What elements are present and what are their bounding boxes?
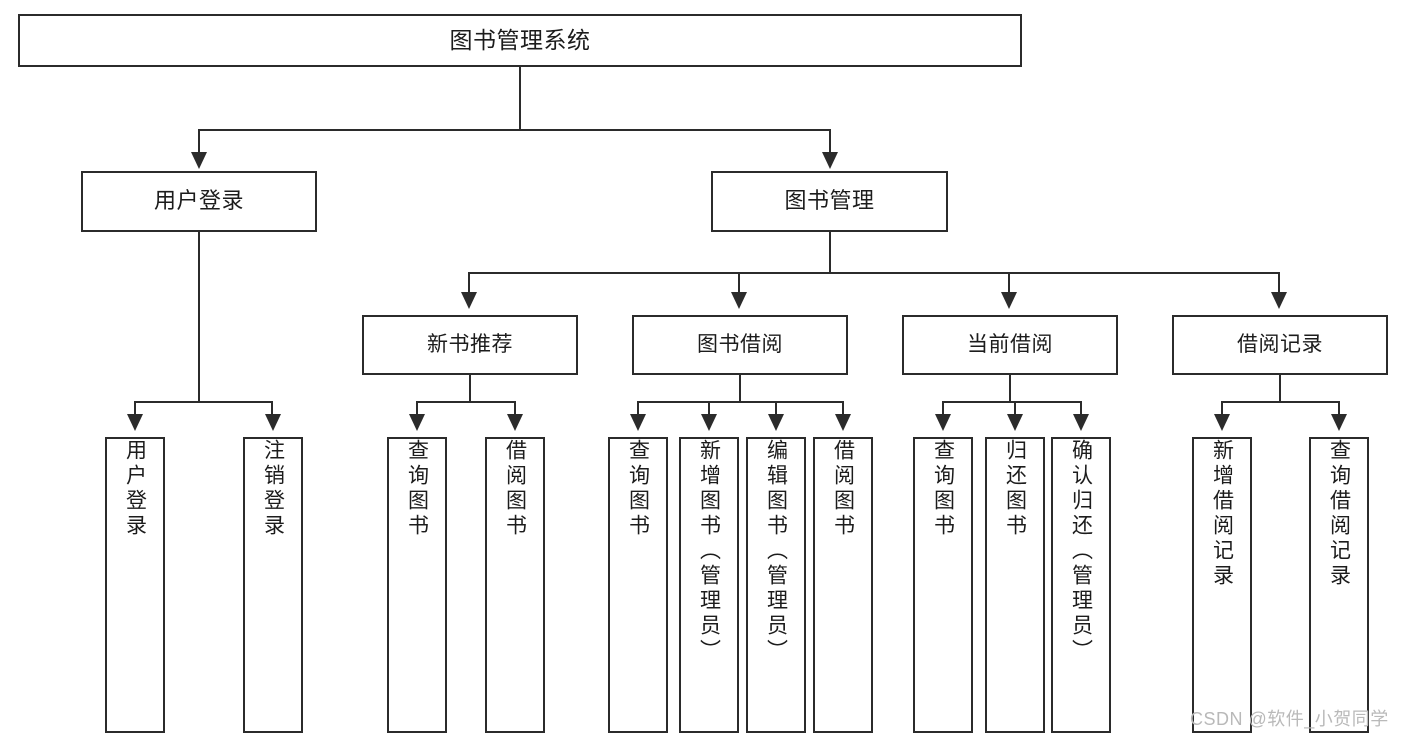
arrow-to-leaf-edit-book <box>768 414 784 431</box>
node-label: 借阅图书 <box>831 439 855 539</box>
arrow-to-new-book-rec <box>461 292 477 309</box>
connector-new-book-rec-stem <box>469 375 471 403</box>
csdn-watermark: CSDN @软件_小贺同学 <box>1190 709 1389 729</box>
connector-level2-bus <box>198 129 830 131</box>
node-leaf-confirm-return[interactable]: 确认归还（管理员） <box>1051 437 1111 733</box>
connector-book-borrow-bus <box>637 401 843 403</box>
arrow-to-book-manage <box>822 152 838 169</box>
node-leaf-borrow-book-2[interactable]: 借阅图书 <box>813 437 873 733</box>
node-label: 图书借阅 <box>697 332 783 356</box>
connector-current-borrow-drop-1 <box>942 401 944 417</box>
node-label: 确认归还（管理员） <box>1069 439 1093 664</box>
node-book-borrow[interactable]: 图书借阅 <box>632 315 848 375</box>
arrow-to-book-borrow <box>731 292 747 309</box>
node-label: 用户登录 <box>153 188 244 214</box>
connector-level2-drop-right <box>829 129 831 154</box>
node-leaf-query-record[interactable]: 查询借阅记录 <box>1309 437 1369 733</box>
node-label: 查询图书 <box>931 439 955 539</box>
connector-user-login-stem <box>198 232 200 403</box>
connector-level3-drop-2 <box>738 272 740 294</box>
arrow-to-leaf-confirm-return <box>1073 414 1089 431</box>
connector-borrow-record-drop-2 <box>1338 401 1340 417</box>
connector-level3-drop-3 <box>1008 272 1010 294</box>
connector-borrow-record-drop-1 <box>1221 401 1223 417</box>
node-leaf-user-logout[interactable]: 注销登录 <box>243 437 303 733</box>
node-user-login[interactable]: 用户登录 <box>81 171 317 232</box>
node-label: 注销登录 <box>261 439 285 539</box>
node-label: 新增图书（管理员） <box>697 439 721 664</box>
node-leaf-return-book[interactable]: 归还图书 <box>985 437 1045 733</box>
connector-current-borrow-drop-2 <box>1014 401 1016 417</box>
connector-current-borrow-stem <box>1009 375 1011 403</box>
connector-book-manage-stem <box>829 232 831 274</box>
connector-new-book-rec-bus <box>416 401 515 403</box>
node-book-manage[interactable]: 图书管理 <box>711 171 948 232</box>
arrow-to-leaf-user-logout <box>265 414 281 431</box>
connector-user-login-drop-1 <box>134 401 136 417</box>
connector-root-stem <box>519 67 521 129</box>
node-label: 查询图书 <box>626 439 650 539</box>
arrow-to-leaf-query-book-1 <box>409 414 425 431</box>
node-label: 图书管理 <box>784 188 875 214</box>
connector-level2-drop-left <box>198 129 200 154</box>
node-leaf-add-record[interactable]: 新增借阅记录 <box>1192 437 1252 733</box>
connector-current-borrow-drop-3 <box>1080 401 1082 417</box>
connector-level3-drop-4 <box>1278 272 1280 294</box>
node-label: 新增借阅记录 <box>1210 439 1234 589</box>
node-label: 归还图书 <box>1003 439 1027 539</box>
arrow-to-leaf-query-book-2 <box>630 414 646 431</box>
connector-user-login-drop-2 <box>271 401 273 417</box>
connector-book-borrow-drop-1 <box>637 401 639 417</box>
node-root-system[interactable]: 图书管理系统 <box>18 14 1022 67</box>
arrow-to-leaf-add-book <box>701 414 717 431</box>
connector-book-borrow-drop-3 <box>775 401 777 417</box>
arrow-to-leaf-borrow-book-2 <box>835 414 851 431</box>
node-leaf-add-book[interactable]: 新增图书（管理员） <box>679 437 739 733</box>
node-leaf-query-book-2[interactable]: 查询图书 <box>608 437 668 733</box>
node-label: 借阅记录 <box>1237 332 1323 356</box>
arrow-to-borrow-record <box>1271 292 1287 309</box>
node-label: 用户登录 <box>123 439 147 539</box>
connector-user-login-bus <box>134 401 272 403</box>
connector-borrow-record-stem <box>1279 375 1281 403</box>
arrow-to-leaf-borrow-book-1 <box>507 414 523 431</box>
node-label: 查询图书 <box>405 439 429 539</box>
node-new-book-rec[interactable]: 新书推荐 <box>362 315 578 375</box>
node-label: 图书管理系统 <box>449 26 591 53</box>
node-label: 查询借阅记录 <box>1327 439 1351 589</box>
node-current-borrow[interactable]: 当前借阅 <box>902 315 1118 375</box>
node-leaf-edit-book[interactable]: 编辑图书（管理员） <box>746 437 806 733</box>
connector-new-book-rec-drop-1 <box>416 401 418 417</box>
arrow-to-leaf-query-record <box>1331 414 1347 431</box>
connector-new-book-rec-drop-2 <box>514 401 516 417</box>
node-leaf-user-login[interactable]: 用户登录 <box>105 437 165 733</box>
node-label: 当前借阅 <box>967 332 1053 356</box>
arrow-to-leaf-query-book-3 <box>935 414 951 431</box>
connector-level3-drop-1 <box>468 272 470 294</box>
connector-current-borrow-bus <box>942 401 1081 403</box>
node-leaf-query-book-3[interactable]: 查询图书 <box>913 437 973 733</box>
node-label: 新书推荐 <box>427 332 513 356</box>
node-leaf-query-book-1[interactable]: 查询图书 <box>387 437 447 733</box>
connector-level3-bus <box>468 272 1280 274</box>
arrow-to-leaf-return-book <box>1007 414 1023 431</box>
arrow-to-leaf-user-login <box>127 414 143 431</box>
connector-book-borrow-drop-4 <box>842 401 844 417</box>
node-label: 编辑图书（管理员） <box>764 439 788 664</box>
node-leaf-borrow-book-1[interactable]: 借阅图书 <box>485 437 545 733</box>
arrow-to-user-login <box>191 152 207 169</box>
arrow-to-current-borrow <box>1001 292 1017 309</box>
connector-book-borrow-stem <box>739 375 741 403</box>
connector-book-borrow-drop-2 <box>708 401 710 417</box>
node-label: 借阅图书 <box>503 439 527 539</box>
node-borrow-record[interactable]: 借阅记录 <box>1172 315 1388 375</box>
arrow-to-leaf-add-record <box>1214 414 1230 431</box>
connector-borrow-record-bus <box>1221 401 1339 403</box>
